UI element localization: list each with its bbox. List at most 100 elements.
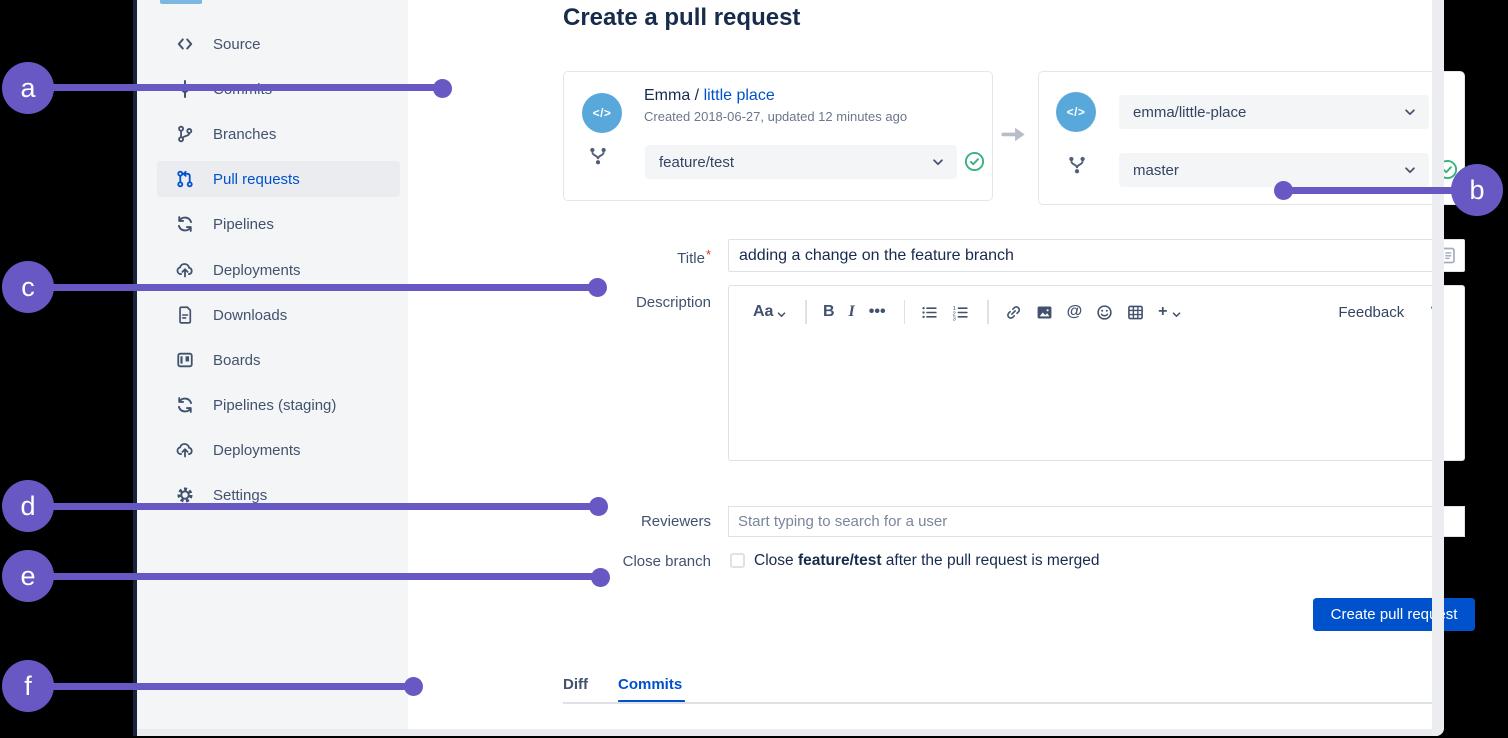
- reviewers-input[interactable]: Start typing to search for a user: [728, 506, 1465, 537]
- destination-repo-avatar: </>: [1056, 92, 1096, 132]
- branch-fork-icon: [1067, 155, 1087, 175]
- repo-avatar-glyph: </>: [1066, 105, 1086, 119]
- settings-icon: [175, 485, 195, 505]
- sidebar-item-label: Settings: [213, 486, 268, 504]
- description-label: Description: [635, 294, 711, 311]
- sidebar-item-pipelines-staging[interactable]: Pipelines (staging): [157, 387, 400, 423]
- sidebar-item-branches[interactable]: Branches: [157, 116, 400, 152]
- branch-icon: [175, 124, 195, 144]
- pull-request-icon: [175, 169, 195, 189]
- sidebar-item-boards[interactable]: Boards: [157, 342, 400, 378]
- destination-branch-select[interactable]: master: [1119, 153, 1429, 187]
- annotation-marker-d: d: [2, 480, 54, 532]
- svg-text:1: 1: [953, 305, 956, 311]
- sidebar-item-source[interactable]: Source: [157, 26, 400, 62]
- title-input-value: adding a change on the feature branch: [739, 246, 1014, 264]
- close-branch-name: feature/test: [797, 552, 882, 569]
- repo-name-line: Emma / little place: [644, 87, 775, 105]
- annotation-dot-b: [1274, 181, 1293, 200]
- source-branch-card: </> Emma / little place Created 2018-06-…: [563, 71, 993, 201]
- sidebar-item-label: Boards: [213, 351, 261, 369]
- insert-label: +: [1158, 303, 1168, 320]
- annotation-dot-c: [588, 278, 607, 297]
- sidebar-item-deployments[interactable]: Deployments: [157, 432, 400, 468]
- chevron-down-icon: [1403, 163, 1417, 177]
- deployments-icon: [175, 440, 195, 460]
- chevron-down-icon: [776, 307, 787, 318]
- annotation-dot-e: [591, 568, 610, 587]
- destination-branch-value: master: [1133, 161, 1179, 179]
- annotation-dot-a: [433, 79, 452, 98]
- title-input[interactable]: adding a change on the feature branch: [728, 239, 1465, 272]
- repo-avatar-glyph: </>: [592, 106, 612, 120]
- annotation-line-d: [48, 503, 593, 510]
- reviewers-placeholder: Start typing to search for a user: [738, 513, 948, 530]
- annotation-line-b: [1283, 187, 1455, 194]
- source-branch-select[interactable]: feature/test: [645, 145, 957, 179]
- feedback-link[interactable]: Feedback: [1338, 303, 1405, 321]
- annotation-line-a: [48, 84, 438, 91]
- page-title: Create a pull request: [563, 4, 801, 31]
- insert-button[interactable]: +: [1158, 303, 1181, 321]
- annotation-marker-c: c: [2, 261, 54, 313]
- branch-fork-icon: [588, 146, 608, 166]
- repo-meta: Created 2018-06-27, updated 12 minutes a…: [644, 109, 908, 124]
- repo-link[interactable]: little place: [703, 87, 775, 104]
- sidebar-item-label: Deployments: [213, 441, 301, 459]
- mention-label: @: [1066, 303, 1083, 320]
- table-icon: [1127, 304, 1144, 321]
- sidebar-item-settings[interactable]: Settings: [157, 477, 400, 513]
- mention-button[interactable]: @: [1067, 303, 1083, 321]
- annotation-dot-f: [404, 677, 423, 696]
- sidebar-item-downloads[interactable]: Downloads: [157, 297, 400, 333]
- arrow-right-icon: [1001, 126, 1028, 142]
- scrollbar-track[interactable]: [1432, 0, 1444, 736]
- deployments-icon: [175, 260, 195, 280]
- sidebar-item-label: Source: [213, 35, 261, 53]
- bold-button[interactable]: B: [823, 303, 835, 321]
- sidebar-item-pull-requests[interactable]: Pull requests: [157, 161, 400, 197]
- text-style-button[interactable]: Aa: [753, 303, 787, 321]
- create-pull-request-button[interactable]: Create pull request: [1313, 598, 1475, 631]
- window-bottom-strip: [137, 729, 1432, 736]
- link-button[interactable]: [1005, 304, 1022, 321]
- sidebar-item-label: Pull requests: [213, 170, 300, 188]
- close-branch-checkbox[interactable]: [730, 553, 745, 568]
- toolbar-divider: [903, 300, 906, 324]
- tabs-divider: [563, 702, 1432, 704]
- sidebar-item-pipelines[interactable]: Pipelines: [157, 206, 400, 242]
- toolbar-divider: [805, 300, 807, 324]
- required-marker: *: [705, 247, 711, 262]
- sidebar: SourceCommitsBranchesPull requestsPipeli…: [137, 0, 408, 729]
- chevron-down-icon: [1403, 105, 1417, 119]
- image-button[interactable]: [1036, 304, 1053, 321]
- italic-button[interactable]: I: [849, 303, 855, 321]
- pipelines-icon: [175, 214, 195, 234]
- bold-label: B: [822, 303, 835, 320]
- emoji-button[interactable]: [1096, 304, 1113, 321]
- tab-commits[interactable]: Commits: [618, 676, 683, 693]
- close-branch-text: Close feature/test after the pull reques…: [754, 552, 1100, 569]
- sidebar-item-deployments[interactable]: Deployments: [157, 252, 400, 288]
- destination-repo-select[interactable]: emma/little-place: [1119, 95, 1429, 129]
- table-button[interactable]: [1127, 304, 1144, 321]
- image-icon: [1036, 304, 1053, 321]
- pipelines-icon: [175, 395, 195, 415]
- annotation-line-e: [48, 573, 595, 580]
- chevron-down-icon: [1171, 307, 1182, 318]
- svg-text:3: 3: [953, 316, 956, 321]
- link-icon: [1005, 304, 1022, 321]
- tab-diff[interactable]: Diff: [563, 676, 588, 693]
- title-label: Title*: [677, 247, 711, 267]
- sidebar-item-label: Pipelines: [213, 215, 274, 233]
- more-button[interactable]: •••: [869, 303, 886, 321]
- reviewers-label: Reviewers: [640, 513, 711, 530]
- bullet-list-button[interactable]: [921, 304, 938, 321]
- branch-valid-check-icon: [964, 151, 985, 172]
- svg-text:2: 2: [953, 311, 956, 317]
